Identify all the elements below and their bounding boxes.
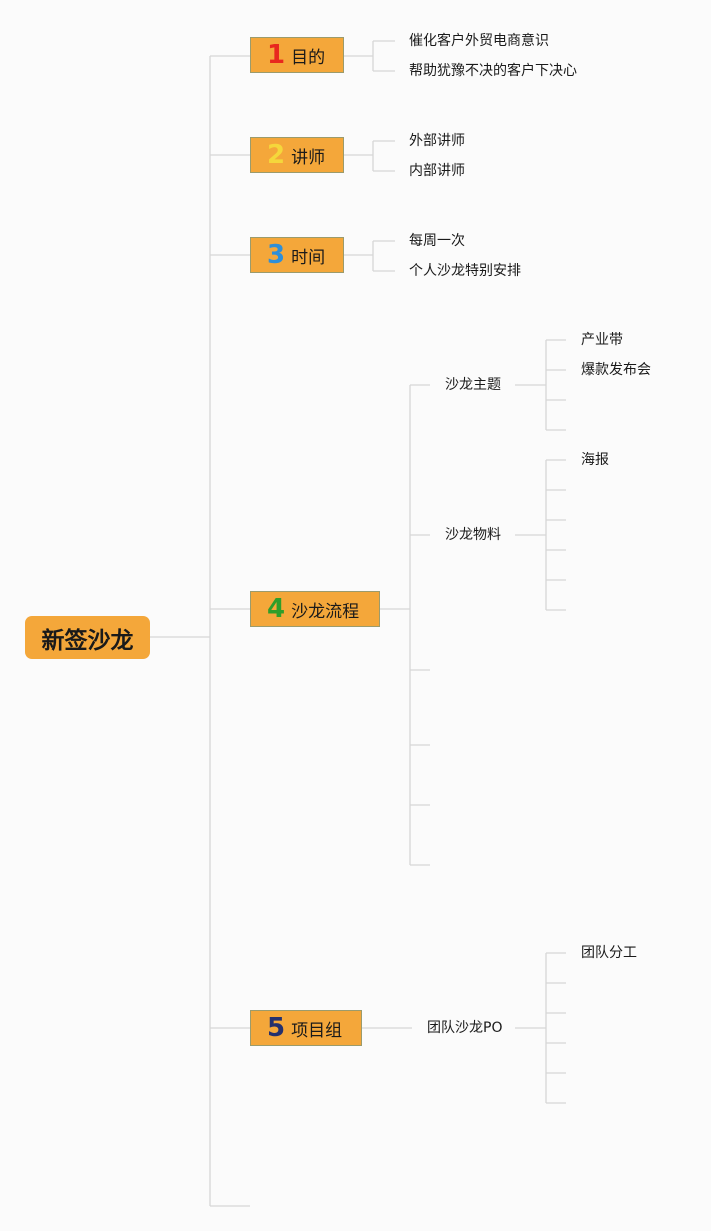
root-topic-label: 新签沙龙 — [41, 627, 134, 654]
leaf-label[interactable]: 产业带 — [581, 332, 623, 348]
topic-number: 2 — [267, 140, 286, 170]
topic-time[interactable]: 3 时间 — [250, 237, 344, 273]
topic-number: 5 — [267, 1013, 286, 1043]
topic-salon-process[interactable]: 4 沙龙流程 — [250, 591, 380, 627]
topic-label: 目的 — [291, 47, 326, 68]
topic-label: 项目组 — [291, 1020, 343, 1041]
subtopic-label[interactable]: 每周一次 — [409, 233, 465, 249]
topic-number: 1 — [267, 40, 286, 70]
leaf-label[interactable]: 团队分工 — [581, 945, 637, 961]
topic-lecturer[interactable]: 2 讲师 — [250, 137, 344, 173]
topic-number: 4 — [267, 594, 286, 624]
subtopic-label[interactable]: 外部讲师 — [409, 133, 465, 149]
subtopic-label[interactable]: 帮助犹豫不决的客户下决心 — [409, 63, 577, 79]
topic-label: 时间 — [291, 247, 326, 268]
topic-number: 3 — [267, 240, 286, 270]
subtopic-label[interactable]: 沙龙主题 — [445, 377, 501, 393]
leaf-label[interactable]: 海报 — [581, 452, 609, 468]
subtopic-label[interactable]: 团队沙龙PO — [427, 1020, 503, 1036]
root-topic[interactable]: 新签沙龙 — [25, 616, 150, 659]
topic-project-team[interactable]: 5 项目组 — [250, 1010, 362, 1046]
topic-label: 讲师 — [291, 147, 326, 168]
subtopic-label[interactable]: 催化客户外贸电商意识 — [409, 33, 549, 49]
leaf-label[interactable]: 爆款发布会 — [581, 362, 651, 378]
subtopic-label[interactable]: 个人沙龙特别安排 — [409, 263, 521, 279]
subtopic-label[interactable]: 内部讲师 — [409, 163, 465, 179]
subtopic-label[interactable]: 沙龙物料 — [445, 527, 501, 543]
topic-purpose[interactable]: 1 目的 — [250, 37, 344, 73]
topic-label: 沙龙流程 — [291, 601, 360, 622]
